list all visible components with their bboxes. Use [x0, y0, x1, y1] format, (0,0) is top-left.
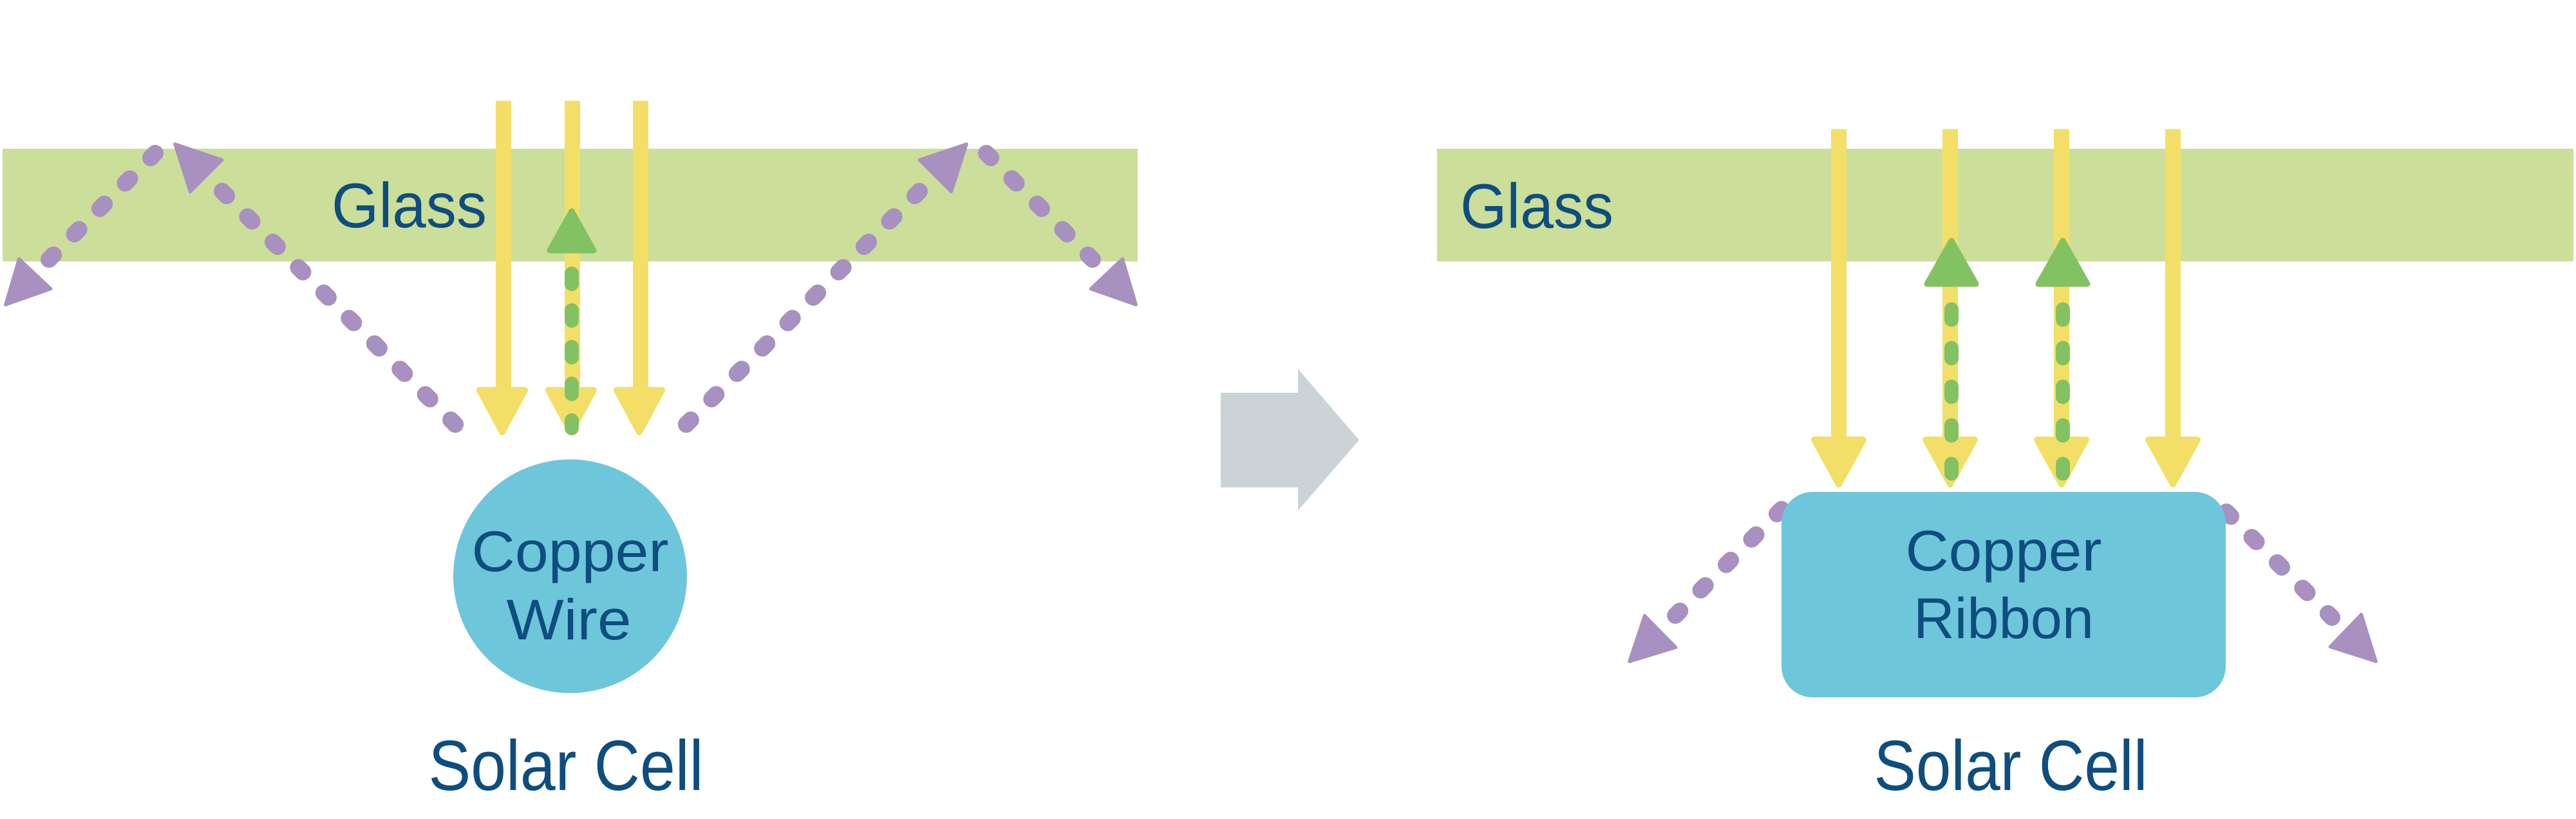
svg-text:Ribbon: Ribbon [1913, 586, 2094, 650]
svg-text:Glass: Glass [332, 170, 487, 241]
svg-text:Solar Cell: Solar Cell [429, 726, 704, 805]
svg-text:Glass: Glass [1460, 171, 1613, 241]
svg-text:Copper: Copper [472, 519, 669, 583]
svg-text:Wire: Wire [507, 587, 632, 652]
svg-text:Copper: Copper [1906, 518, 2102, 583]
svg-text:Solar Cell: Solar Cell [1874, 726, 2148, 805]
